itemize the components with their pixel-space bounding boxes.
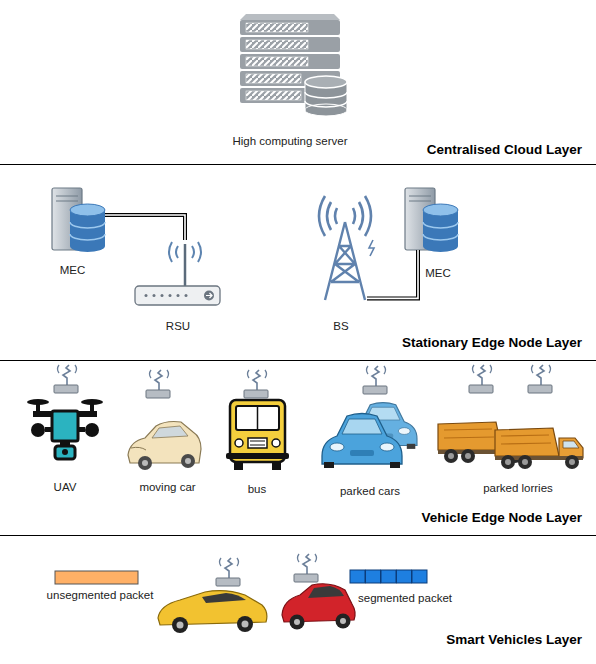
- antenna-symbol: [469, 365, 493, 393]
- mec-server-icon: [52, 188, 105, 252]
- device-label: MEC: [398, 266, 478, 280]
- wire-group: [105, 215, 185, 240]
- device-label: segmented packet: [345, 591, 465, 605]
- device-node: BS: [315, 180, 367, 333]
- layer-separator: [0, 535, 596, 536]
- device-node: MEC: [398, 185, 478, 280]
- device-node: moving car: [120, 372, 215, 494]
- device-node: RSU: [128, 240, 228, 333]
- layer-band: Smart Vehicles Layer unsegmented packet se…: [0, 535, 596, 664]
- layer-band: Stationary Edge Node Layer MEC RSU BS MEC: [0, 164, 596, 360]
- layer-band: Centralised Cloud Layer High computing se…: [0, 0, 596, 164]
- smart-car-icon: [282, 584, 355, 630]
- device-node: MEC: [40, 185, 105, 277]
- antenna-symbol: [363, 366, 387, 394]
- layer-heading: Centralised Cloud Layer: [427, 142, 582, 157]
- device-label: RSU: [128, 319, 228, 333]
- packet-node: segmented packet: [345, 565, 465, 605]
- wire-stub: [417, 250, 419, 281]
- parked-lorries-icon: [438, 422, 583, 469]
- device-node: parked lorries: [448, 365, 588, 495]
- device-node: parked cars: [315, 365, 425, 498]
- server-icon: [240, 14, 347, 116]
- layer-heading: Smart Vehicles Layer: [446, 632, 582, 647]
- device-label: MEC: [40, 263, 105, 277]
- wire-gap: [105, 215, 185, 240]
- antenna-symbol: [54, 365, 78, 393]
- device-label: High computing server: [195, 134, 385, 148]
- layer-separator: [0, 164, 596, 165]
- antenna-symbol: [528, 365, 552, 393]
- wire-stub: [416, 250, 420, 280]
- layer-separator: [0, 360, 596, 361]
- device-label: UAV: [22, 480, 108, 494]
- base-station-icon: [319, 196, 374, 300]
- wire-group: [367, 280, 418, 298]
- double-wire: [105, 215, 185, 240]
- device-label: bus: [222, 482, 292, 496]
- antenna-symbol: [216, 558, 240, 586]
- device-label: unsegmented packet: [45, 588, 155, 602]
- packet-bar: [55, 571, 138, 584]
- segmented-packet-bar: [350, 570, 427, 583]
- rsu-icon: [135, 242, 220, 305]
- device-node: bus: [222, 372, 292, 496]
- uav-icon: [27, 399, 103, 459]
- device-node: High computing server: [195, 10, 385, 148]
- layer-band: Vehicle Edge Node Layer UAV moving car bus p…: [0, 360, 596, 535]
- smart-car-icon: [158, 591, 267, 633]
- device-node: UAV: [22, 372, 108, 494]
- bus-icon: [226, 400, 289, 470]
- mec-server-icon: [405, 188, 458, 252]
- layer-heading: Vehicle Edge Node Layer: [421, 510, 582, 525]
- antenna-symbol: [294, 554, 318, 582]
- device-label: BS: [315, 319, 367, 333]
- device-label: moving car: [120, 480, 215, 494]
- packet-node: unsegmented packet: [45, 565, 155, 602]
- wire-gap: [367, 280, 418, 298]
- parked-cars-icon: [322, 403, 417, 468]
- layer-heading: Stationary Edge Node Layer: [402, 335, 582, 350]
- device-label: parked cars: [315, 484, 425, 498]
- double-wire: [367, 280, 418, 298]
- device-label: parked lorries: [448, 481, 588, 495]
- antenna-symbol: [244, 370, 268, 398]
- moving-car-icon: [128, 422, 201, 471]
- antenna-symbol: [146, 370, 170, 398]
